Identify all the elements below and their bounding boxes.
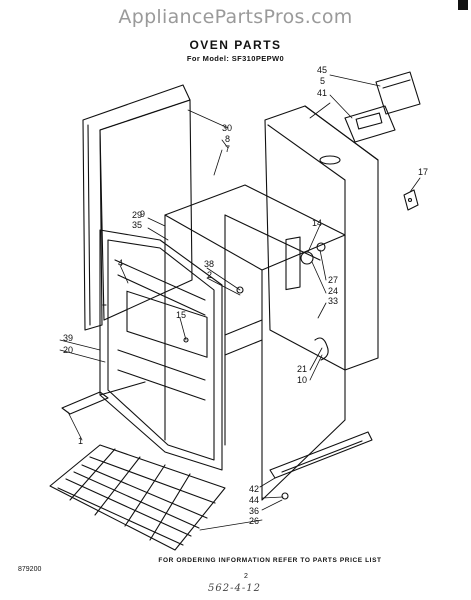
part-label: 38 xyxy=(204,259,214,269)
model-subtitle: For Model: SF310PEPW0 xyxy=(186,54,285,63)
small-bracket xyxy=(403,189,419,211)
ordering-note: FOR ORDERING INFORMATION REFER TO PARTS … xyxy=(158,557,382,564)
page-title: OVEN PARTS xyxy=(189,38,282,52)
door-latch-rail xyxy=(61,381,146,415)
part-label: 7 xyxy=(225,144,230,154)
part-label: 17 xyxy=(418,167,428,177)
watermark: AppliancePartsPros.com xyxy=(118,6,353,28)
part-label: 30 xyxy=(222,123,232,133)
part-label: 36 xyxy=(249,506,259,516)
part-number-labels: 45 5 41 30 8 7 17 14 29 35 9 27 24 33 38… xyxy=(63,65,428,526)
part-label: 24 xyxy=(328,286,338,296)
document-code: 879200 xyxy=(18,566,42,573)
part-label: 29 xyxy=(132,210,142,220)
part-label: 9 xyxy=(140,209,145,219)
handwritten-note: 562-4-12 xyxy=(208,583,261,594)
bottom-rail xyxy=(269,431,373,500)
part-label: 5 xyxy=(320,76,325,86)
oven-cavity xyxy=(164,184,346,501)
part-label: 2 xyxy=(207,270,212,280)
part-label: 8 xyxy=(225,134,230,144)
rear-panel xyxy=(264,105,379,371)
part-label: 39 xyxy=(63,333,73,343)
vent-plates xyxy=(344,71,421,143)
corner-mark xyxy=(458,0,468,10)
part-label: 45 xyxy=(317,65,327,75)
side-panel xyxy=(82,84,193,331)
part-label: 20 xyxy=(63,345,73,355)
oven-rack xyxy=(49,444,226,551)
part-label: 27 xyxy=(328,275,338,285)
part-label: 21 xyxy=(297,364,307,374)
part-label: 44 xyxy=(249,495,259,505)
page-number: 2 xyxy=(244,573,248,580)
part-label: 1 xyxy=(78,436,83,446)
part-label: 14 xyxy=(312,218,322,228)
part-label: 41 xyxy=(317,88,327,98)
part-label: 35 xyxy=(132,220,142,230)
part-label: 33 xyxy=(328,296,338,306)
part-label: 42 xyxy=(249,484,259,494)
part-label: 10 xyxy=(297,375,307,385)
leader-lines xyxy=(59,74,421,531)
part-label: 15 xyxy=(176,310,186,320)
part-label: 4 xyxy=(118,258,123,268)
part-label: 26 xyxy=(249,516,259,526)
